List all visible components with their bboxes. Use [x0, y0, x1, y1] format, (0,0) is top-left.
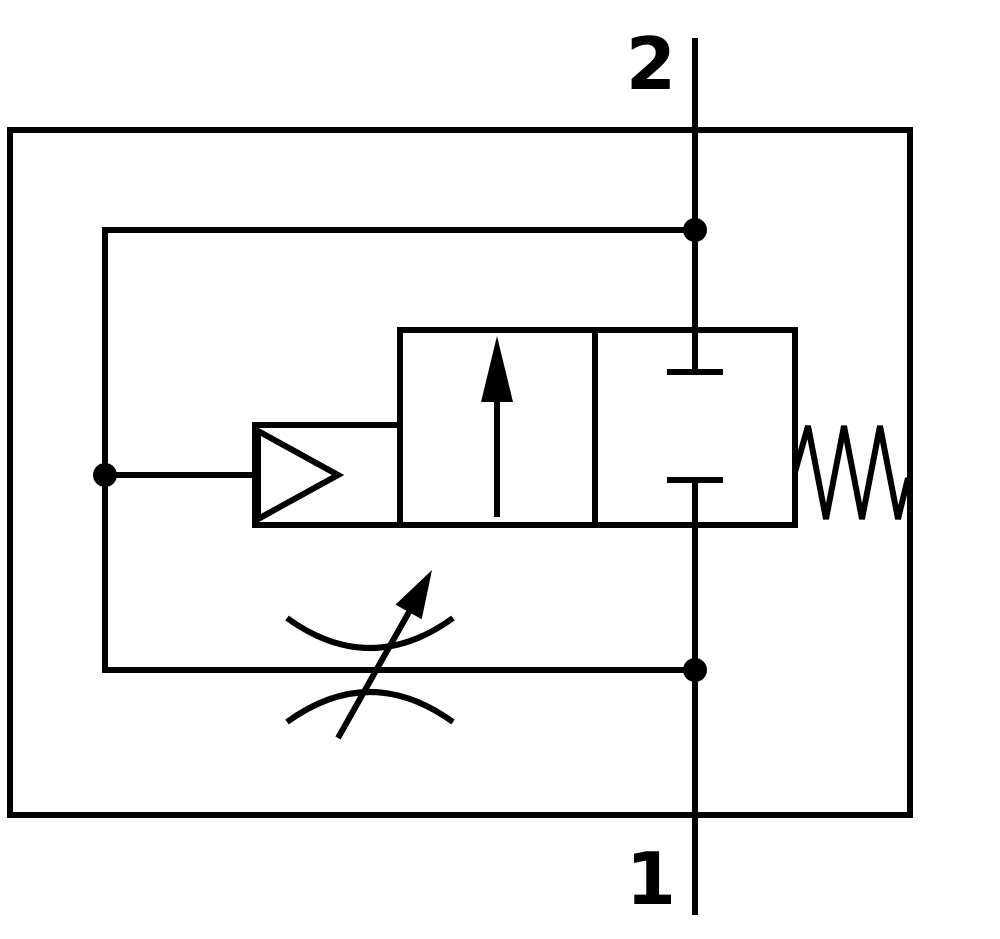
throttle-lower-arc	[285, 689, 455, 725]
pilot-triangle-icon	[255, 425, 345, 525]
pilot-signal-lines	[102, 227, 695, 673]
throttle-adjust-arrow-icon	[395, 570, 432, 620]
port-2-label: 2	[626, 22, 676, 106]
return-spring-icon	[792, 425, 911, 520]
enclosure-frame	[7, 127, 913, 818]
port-1-label: 1	[626, 837, 676, 921]
junction-dot-top	[683, 218, 707, 242]
throttle-upper-arc	[285, 615, 455, 651]
throttle-adjust-shaft	[335, 610, 412, 740]
flow-arrow-head-icon	[481, 336, 513, 402]
junction-dot-bottom	[683, 658, 707, 682]
junction-dot-left	[93, 463, 117, 487]
